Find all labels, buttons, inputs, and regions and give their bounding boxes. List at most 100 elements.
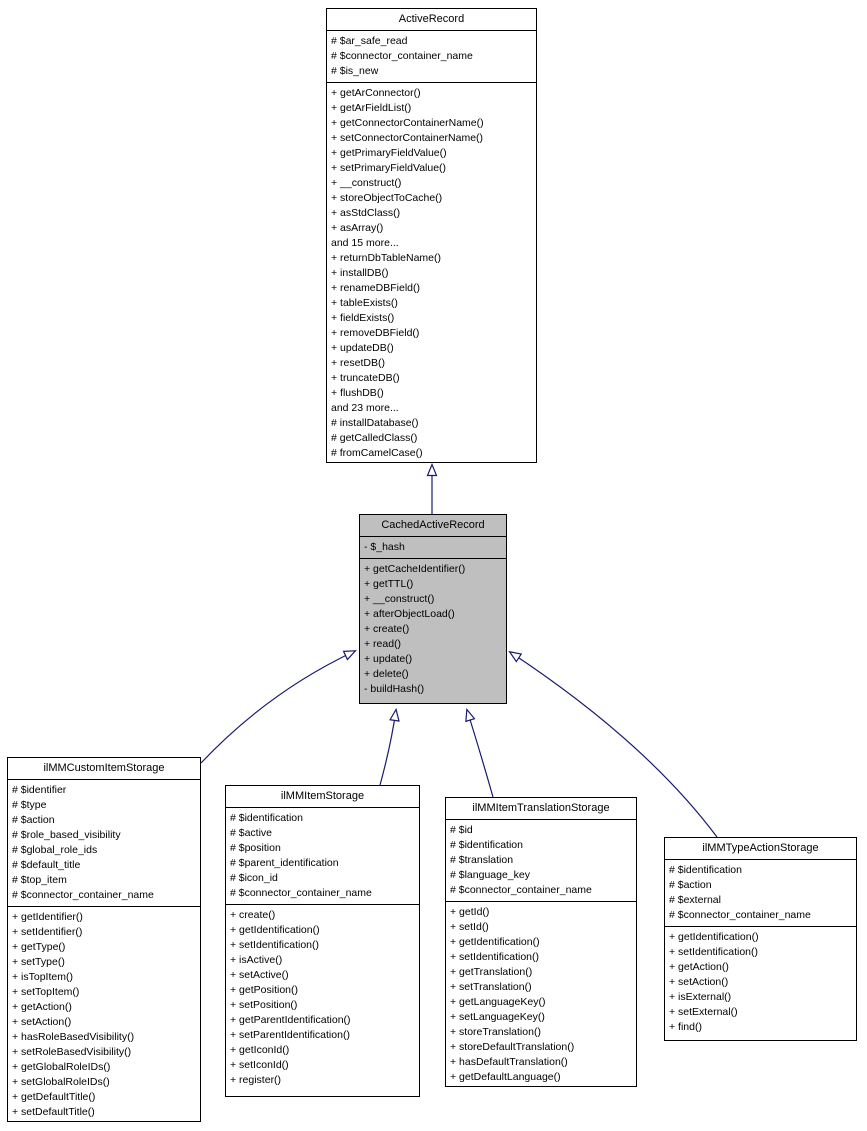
class-attributes-ilmmcustomitemstorage: # $identifier# $type# $action# $role_bas… [8, 780, 200, 907]
class-box-ilmmtypeactionstorage[interactable]: ilMMTypeActionStorage # $identification#… [664, 837, 857, 1041]
attribute-line: # $connector_container_name [669, 909, 811, 921]
method-line: + getIdentification() [230, 924, 320, 936]
method-line: + storeDefaultTranslation() [450, 1041, 575, 1053]
method-line: + update() [364, 653, 413, 665]
method-line: + isTopItem() [12, 971, 73, 983]
method-line: + fieldExists() [331, 312, 395, 324]
method-line: + getPosition() [230, 984, 298, 996]
method-line: + setConnectorContainerName() [331, 132, 484, 144]
method-line: + getParentIdentification() [230, 1014, 351, 1026]
attribute-line: # $connector_container_name [331, 50, 473, 62]
attribute-line: # $active [230, 827, 273, 839]
class-title-ilmmitemtranslationstorage: ilMMItemTranslationStorage [446, 798, 636, 820]
class-box-ilmmcustomitemstorage[interactable]: ilMMCustomItemStorage # $identifier# $ty… [7, 757, 201, 1122]
attribute-line: # $language_key [450, 869, 530, 881]
method-line: + setPrimaryFieldValue() [331, 162, 447, 174]
method-line: + hasDefaultTranslation() [450, 1056, 568, 1068]
method-line: + renameDBField() [331, 282, 420, 294]
attribute-line: # $external [669, 894, 721, 906]
inheritance-arrow-ilmmcustomitemstorage-to-cachedactiverecord [200, 651, 355, 764]
method-line: + getIconId() [230, 1044, 290, 1056]
attribute-line: # $identification [450, 839, 523, 851]
class-methods-ilmmtypeactionstorage: + getIdentification() + setIdentification… [665, 927, 856, 1040]
method-line: + setGlobalRoleIDs() [12, 1076, 110, 1088]
class-attributes-ilmmitemtranslationstorage: # $id# $identification# $translation# $l… [446, 820, 636, 902]
class-attributes-ilmmitemstorage: # $identification# $active# $position# $… [226, 808, 419, 905]
method-line: + setPosition() [230, 999, 298, 1011]
method-line: # fromCamelCase() [331, 447, 423, 459]
method-line: + setIdentifier() [12, 926, 83, 938]
class-title-activerecord: ActiveRecord [327, 9, 536, 31]
class-methods-activerecord: + getArConnector() + getArFieldList() + ge… [327, 83, 536, 462]
attribute-line: # $role_based_visibility [12, 829, 121, 841]
attribute-line: # $identifier [12, 784, 67, 796]
method-line: + isExternal() [669, 991, 732, 1003]
attribute-line: # $identification [669, 864, 742, 876]
inheritance-arrow-ilmmitemtranslationstorage-to-cachedactiverecord [467, 710, 494, 798]
attribute-line: # $parent_identification [230, 857, 339, 869]
method-line: + getDefaultLanguage() [450, 1071, 561, 1083]
attribute-line: # $type [12, 799, 47, 811]
method-line: and 23 more... [331, 402, 399, 414]
method-line: + returnDbTableName() [331, 252, 442, 264]
method-line: + storeObjectToCache() [331, 192, 443, 204]
method-line: + removeDBField() [331, 327, 420, 339]
class-attributes-cachedactiverecord: - $_hash [360, 537, 506, 559]
attribute-line: # $identification [230, 812, 303, 824]
method-line: # getCalledClass() [331, 432, 418, 444]
method-line: + setIdentification() [450, 951, 540, 963]
class-box-cachedactiverecord[interactable]: CachedActiveRecord - $_hash + getCacheId… [359, 514, 507, 704]
attribute-line: # $action [669, 879, 712, 891]
method-line: + getIdentifier() [12, 911, 83, 923]
method-line: + setAction() [12, 1016, 72, 1028]
class-methods-ilmmcustomitemstorage: + getIdentifier() + setIdentifier() + getT… [8, 907, 200, 1121]
attribute-line: - $_hash [364, 541, 405, 553]
method-line: + getTTL() [364, 578, 414, 590]
attribute-line: # $default_title [12, 859, 81, 871]
attribute-line: # $is_new [331, 65, 379, 77]
method-line: + storeTranslation() [450, 1026, 541, 1038]
class-title-cachedactiverecord: CachedActiveRecord [360, 515, 506, 537]
class-box-ilmmitemtranslationstorage[interactable]: ilMMItemTranslationStorage # $id# $ident… [445, 797, 637, 1087]
method-line: + getGlobalRoleIDs() [12, 1061, 111, 1073]
method-line: + setExternal() [669, 1006, 738, 1018]
method-line: and 15 more... [331, 237, 399, 249]
class-methods-ilmmitemtranslationstorage: + getId()+ setId()+ getIdentification()+… [446, 902, 636, 1086]
class-attributes-ilmmtypeactionstorage: # $identification # $action # $external # $… [665, 860, 856, 927]
method-line: + asStdClass() [331, 207, 401, 219]
method-line: + create() [230, 909, 276, 921]
method-line: + setIdentification() [230, 939, 320, 951]
method-line: + getArFieldList() [331, 102, 412, 114]
method-line: + getPrimaryFieldValue() [331, 147, 447, 159]
method-line: + setIdentification() [669, 946, 759, 958]
class-title-ilmmitemstorage: ilMMItemStorage [226, 786, 419, 808]
method-line: + getIdentification() [669, 931, 759, 943]
method-line: + setTopItem() [12, 986, 80, 998]
method-line: + resetDB() [331, 357, 385, 369]
method-line: + register() [230, 1074, 282, 1086]
attribute-line: # $translation [450, 854, 514, 866]
method-line: + getArConnector() [331, 87, 421, 99]
method-line: + __construct() [331, 177, 402, 189]
attribute-line: # $connector_container_name [12, 889, 154, 901]
method-line: + setRoleBasedVisibility() [12, 1046, 132, 1058]
method-line: + setId() [450, 921, 489, 933]
method-line: + getLanguageKey() [450, 996, 546, 1008]
method-line: + create() [364, 623, 410, 635]
method-line: + setParentIdentification() [230, 1029, 350, 1041]
method-line: + tableExists() [331, 297, 398, 309]
method-line: + asArray() [331, 222, 384, 234]
method-line: + find() [669, 1021, 702, 1033]
method-line: + getType() [12, 941, 66, 953]
method-line: + afterObjectLoad() [364, 608, 455, 620]
attribute-line: # $top_item [12, 874, 67, 886]
class-box-activerecord[interactable]: ActiveRecord # $ar_safe_read # $connector… [326, 8, 537, 463]
attribute-line: # $ar_safe_read [331, 35, 408, 47]
attribute-line: # $icon_id [230, 872, 278, 884]
attribute-line: # $global_role_ids [12, 844, 98, 856]
class-box-ilmmitemstorage[interactable]: ilMMItemStorage # $identification # $acti… [225, 785, 420, 1097]
inheritance-arrow-ilmmitemstorage-to-cachedactiverecord [379, 710, 396, 786]
method-line: + getAction() [669, 961, 729, 973]
method-line: + flushDB() [331, 387, 384, 399]
